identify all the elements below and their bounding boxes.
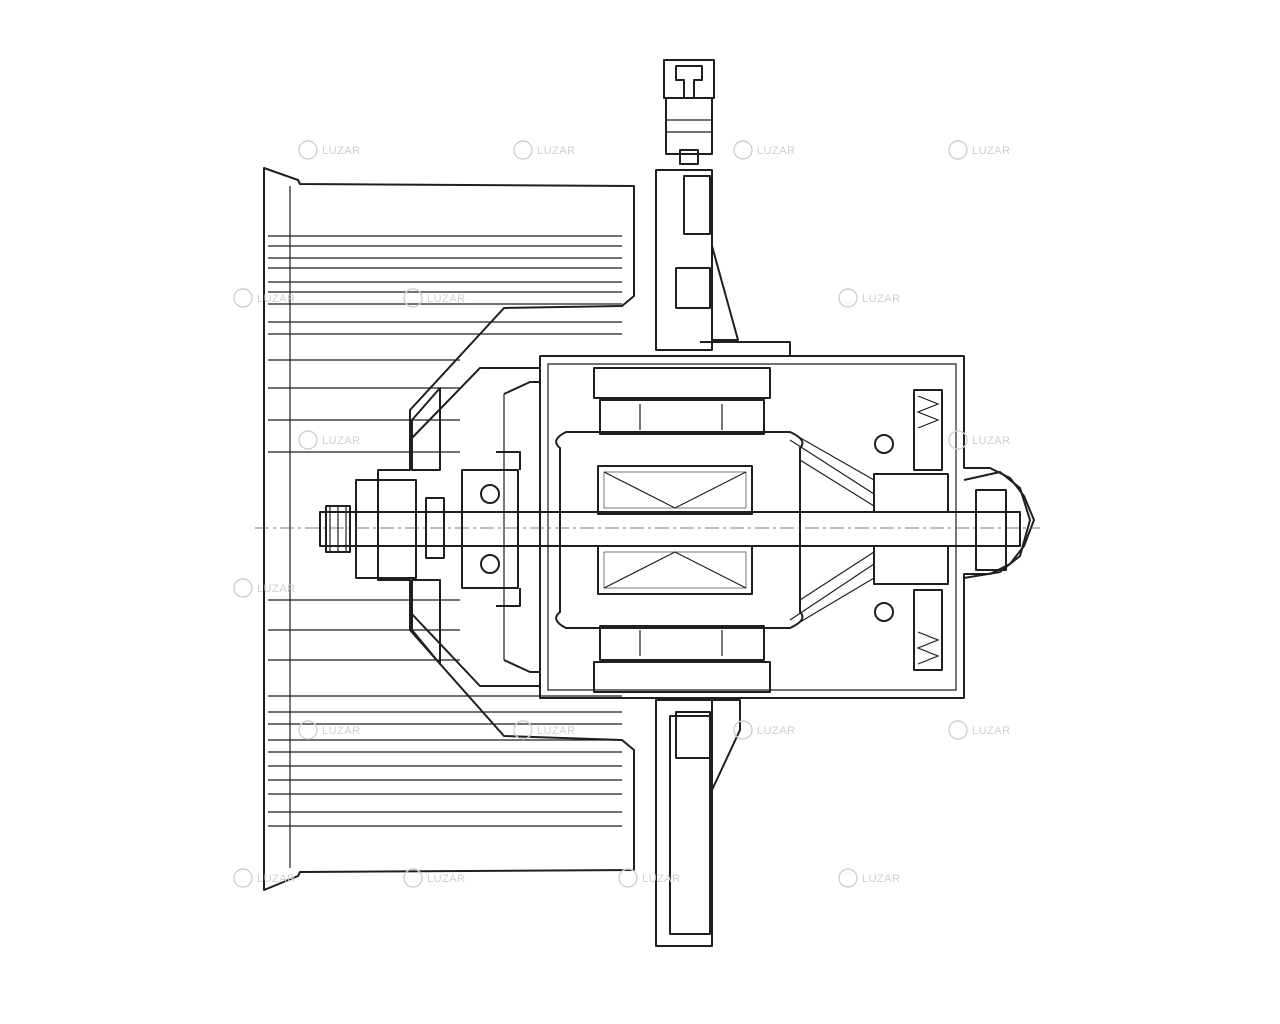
watermark-brand-text: LUZAR [427, 873, 466, 885]
watermark-emblem-icon [513, 720, 533, 740]
watermark-logo: LUZAR [233, 578, 296, 598]
watermark-brand-text: LUZAR [427, 293, 466, 305]
watermark-emblem-icon [298, 430, 318, 450]
watermark-brand-text: LUZAR [257, 293, 296, 305]
watermark-logo: LUZAR [948, 720, 1011, 740]
watermark-brand-text: LUZAR [757, 725, 796, 737]
watermark-logo: LUZAR [298, 430, 361, 450]
watermark-brand-text: LUZAR [972, 725, 1011, 737]
watermark-logo: LUZAR [948, 140, 1011, 160]
watermark-emblem-icon [838, 868, 858, 888]
watermark-emblem-icon [948, 430, 968, 450]
watermark-brand-text: LUZAR [537, 145, 576, 157]
watermark-emblem-icon [733, 140, 753, 160]
watermark-brand-text: LUZAR [537, 725, 576, 737]
watermark-logo: LUZAR [733, 720, 796, 740]
watermark-emblem-icon [298, 140, 318, 160]
watermark-brand-text: LUZAR [757, 145, 796, 157]
mounting-flange [655, 59, 791, 947]
watermark-emblem-icon [948, 720, 968, 740]
watermark-brand-text: LUZAR [862, 873, 901, 885]
watermark-logo: LUZAR [733, 140, 796, 160]
watermark-emblem-icon [733, 720, 753, 740]
watermark-logo: LUZAR [298, 720, 361, 740]
watermark-logo: LUZAR [403, 868, 466, 888]
watermark-emblem-icon [233, 868, 253, 888]
watermark-emblem-icon [403, 868, 423, 888]
armature-rotor [555, 431, 804, 629]
watermark-logo: LUZAR [403, 288, 466, 308]
watermark-brand-text: LUZAR [642, 873, 681, 885]
watermark-brand-text: LUZAR [322, 435, 361, 447]
watermark-logo: LUZAR [948, 430, 1011, 450]
watermark-logo: LUZAR [298, 140, 361, 160]
watermark-emblem-icon [403, 288, 423, 308]
watermark-logo: LUZAR [233, 868, 296, 888]
watermark-brand-text: LUZAR [972, 145, 1011, 157]
impeller-hub [355, 367, 540, 687]
impeller-blades [263, 167, 635, 891]
rear-bearing-cap [963, 471, 1031, 579]
motor-housing [503, 355, 1035, 699]
watermark-logo: LUZAR [618, 868, 681, 888]
watermark-emblem-icon [838, 288, 858, 308]
watermark-logo: LUZAR [513, 720, 576, 740]
watermark-brand-text: LUZAR [862, 293, 901, 305]
watermark-brand-text: LUZAR [257, 583, 296, 595]
watermark-emblem-icon [298, 720, 318, 740]
watermark-brand-text: LUZAR [322, 725, 361, 737]
watermark-emblem-icon [513, 140, 533, 160]
watermark-logo: LUZAR [513, 140, 576, 160]
stator-magnets [593, 367, 771, 693]
watermark-emblem-icon [233, 578, 253, 598]
watermark-emblem-icon [948, 140, 968, 160]
watermark-emblem-icon [233, 288, 253, 308]
motor-shaft [255, 505, 1040, 553]
watermark-brand-text: LUZAR [257, 873, 296, 885]
commutator-brushes [789, 389, 949, 671]
watermark-emblem-icon [618, 868, 638, 888]
watermark-logo: LUZAR [838, 288, 901, 308]
watermark-brand-text: LUZAR [322, 145, 361, 157]
brand-watermarks: LUZAR LUZAR LUZAR LUZAR LUZAR LUZAR LUZAR LUZAR… [233, 140, 1011, 888]
watermark-brand-text: LUZAR [972, 435, 1011, 447]
front-bearing [461, 451, 521, 607]
watermark-logo: LUZAR [838, 868, 901, 888]
watermark-logo: LUZAR [233, 288, 296, 308]
